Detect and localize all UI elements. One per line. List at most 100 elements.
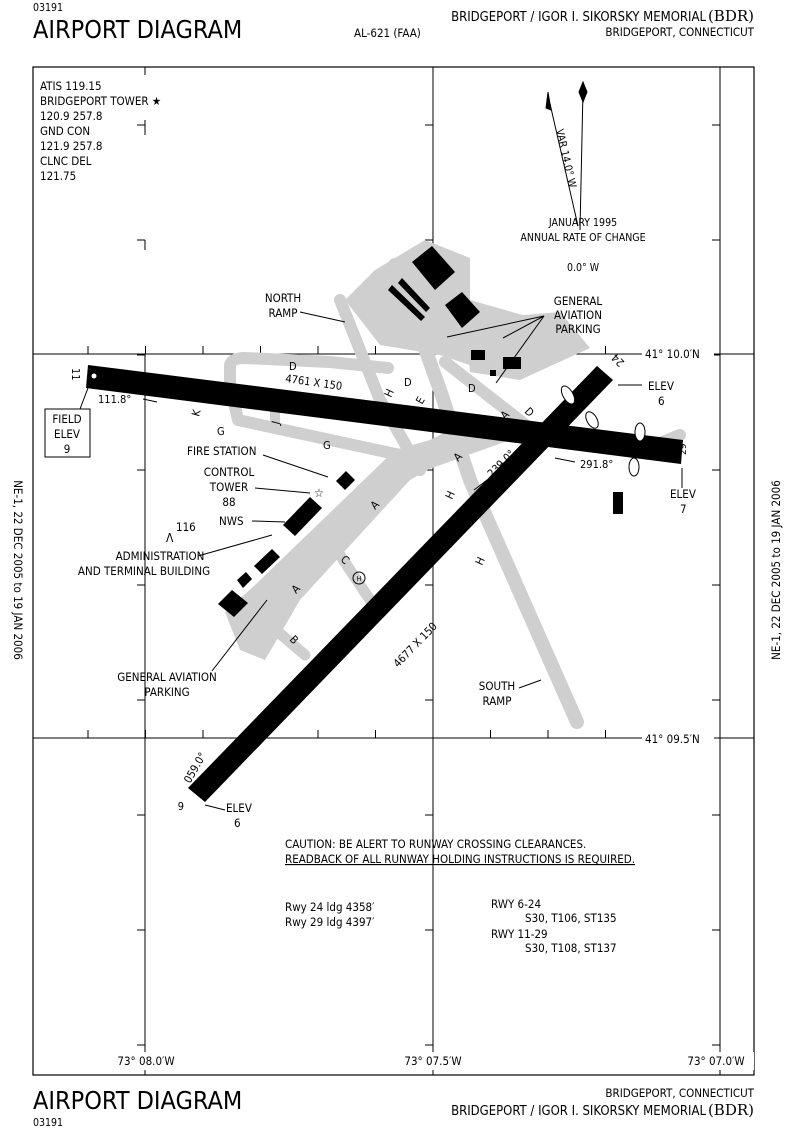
fire-station-building	[336, 471, 355, 490]
rwy-6-24-strength: S30, T106, ST135	[525, 911, 617, 925]
hangar	[503, 357, 521, 369]
rwy-29-number: 29	[678, 443, 689, 455]
elev-29-label: ELEV	[670, 487, 696, 501]
hangar	[490, 370, 496, 376]
rwy-11-number: 11	[69, 368, 82, 381]
rwy-6-24-label: RWY 6-24	[491, 897, 541, 911]
footer-chart-number: 03191	[33, 1117, 63, 1129]
obstacle-icon: Λ	[166, 531, 174, 545]
mag-rate-label: ANNUAL RATE OF CHANGE	[520, 232, 645, 244]
notes: CAUTION: BE ALERT TO RUNWAY CROSSING CLE…	[285, 837, 635, 955]
hangar	[398, 278, 430, 312]
clnc-freq: 121.75	[40, 169, 76, 183]
hangar	[445, 292, 480, 328]
rwy-11-29-label: RWY 11-29	[491, 927, 548, 941]
taxiway-h: H	[473, 555, 488, 567]
taxiway-k: K	[189, 408, 203, 418]
helipad-label: H	[357, 575, 362, 583]
rwy-6-number: 6	[178, 799, 184, 812]
ga-parking-north-label: GENERAL	[554, 294, 603, 308]
field-elev-label2: ELEV	[54, 427, 80, 441]
rwy-heading-291: 291.8°	[580, 458, 613, 471]
terminal-building	[237, 572, 252, 588]
rwy-11-29-strength: S30, T108, ST137	[525, 941, 617, 955]
field-elev-box	[44, 408, 91, 458]
field-elev-label: FIELD	[52, 412, 81, 426]
rwy-11-29-dimensions: 4761 X 150	[285, 372, 343, 393]
runway-end-markers	[560, 385, 646, 477]
mag-rate: 0.0° W	[567, 262, 600, 274]
terminal-building	[283, 497, 322, 536]
footer-airport-id: (BDR)	[708, 1101, 754, 1119]
control-tower-label2: TOWER	[209, 480, 248, 494]
taxiway-d: D	[468, 382, 476, 395]
south-ramp-label2: RAMP	[483, 694, 512, 708]
rwy-24-landing: Rwy 24 ldg 4358′	[285, 900, 375, 914]
ga-parking-north-area	[465, 312, 590, 380]
ga-parking-south-label2: PARKING	[144, 685, 189, 699]
effective-dates-right: NE-1, 22 DEC 2005 to 19 JAN 2006	[769, 480, 783, 660]
heading-arrows	[142, 384, 683, 811]
rwy-6-24-dimensions: 4677 X 150	[391, 620, 440, 670]
lon-west: 73° 08.0′W	[117, 1054, 174, 1068]
runways	[86, 365, 683, 802]
mag-date: JANUARY 1995	[548, 217, 617, 229]
magnetic-variation: VAR 14.0° W	[553, 128, 578, 190]
ga-parking-south-label: GENERAL AVIATION	[117, 670, 217, 684]
taxiway-j: J	[269, 420, 283, 427]
effective-dates-left: NE-1, 22 DEC 2005 to 19 JAN 2006	[11, 480, 25, 660]
hangar	[388, 285, 425, 321]
terminal-building	[254, 549, 280, 574]
rwy-heading-111: 111.8°	[98, 393, 131, 406]
city-state: BRIDGEPORT, CONNECTICUT	[605, 25, 754, 39]
coordinate-labels: 41° 10.0′N 41° 09.5′N 73° 08.0′W 73° 07.…	[108, 346, 754, 1070]
main-apron-a	[225, 420, 480, 660]
hangar	[471, 350, 485, 360]
gnd-freq: 121.9 257.8	[40, 139, 103, 153]
footer-city-state: BRIDGEPORT, CONNECTICUT	[605, 1086, 754, 1100]
beacon-icon	[91, 373, 97, 379]
atis: ATIS 119.15	[40, 79, 102, 93]
north-arrow-icon	[545, 80, 588, 231]
taxiway-h: H	[443, 489, 458, 501]
runway-6-24	[188, 366, 613, 802]
chart-frame	[32, 66, 755, 1076]
south-ramp-label: SOUTH	[479, 679, 515, 693]
obstacle-height: 116	[176, 520, 196, 534]
lon-east: 73° 07.0′W	[687, 1054, 744, 1068]
taxiway-g: G	[323, 439, 331, 452]
frequencies: ATIS 119.15 BRIDGEPORT TOWER ★ 120.9 257…	[40, 79, 161, 183]
terminal-building	[218, 590, 248, 617]
hangar	[412, 246, 455, 290]
admin-label2: AND TERMINAL BUILDING	[78, 564, 210, 578]
taxiway-d: D	[289, 360, 297, 373]
elev-24-value: 6	[658, 394, 665, 408]
control-tower-label: CONTROL	[204, 465, 255, 479]
readback-note: READBACK OF ALL RUNWAY HOLDING INSTRUCTI…	[285, 852, 635, 866]
elev-24-label: ELEV	[648, 379, 674, 393]
north-ramp-label: NORTH	[265, 291, 301, 305]
al-number: AL-621 (FAA)	[354, 26, 421, 40]
elev-6-value: 6	[234, 816, 241, 830]
control-tower-star-icon: ☆	[314, 486, 324, 500]
ga-parking-north-label2: AVIATION	[554, 308, 602, 322]
chart-number: 03191	[33, 2, 63, 14]
fire-station-label: FIRE STATION	[187, 444, 256, 458]
gnd-con: GND CON	[40, 124, 90, 138]
airport-id: (BDR)	[708, 7, 754, 25]
facility-labels: NORTH RAMP GENERAL AVIATION PARKING FIRE…	[78, 291, 603, 708]
caution-note: CAUTION: BE ALERT TO RUNWAY CROSSING CLE…	[285, 837, 586, 851]
elev-6-label: ELEV	[226, 801, 252, 815]
north-ramp-label2: RAMP	[269, 306, 298, 320]
taxiway-e: E	[413, 395, 427, 407]
tower-freq: 120.9 257.8	[40, 109, 103, 123]
leader-lines	[197, 311, 545, 689]
helipad-icon	[352, 571, 366, 585]
footer-title: AIRPORT DIAGRAM	[33, 1086, 242, 1115]
lon-mid: 73° 07.5′W	[404, 1054, 461, 1068]
footer-airport-name: BRIDGEPORT / IGOR I. SIKORSKY MEMORIAL	[451, 1104, 706, 1119]
nws-label: NWS	[219, 514, 244, 528]
lat-south: 41° 09.5′N	[645, 732, 700, 746]
lat-north: 41° 10.0′N	[645, 347, 700, 361]
